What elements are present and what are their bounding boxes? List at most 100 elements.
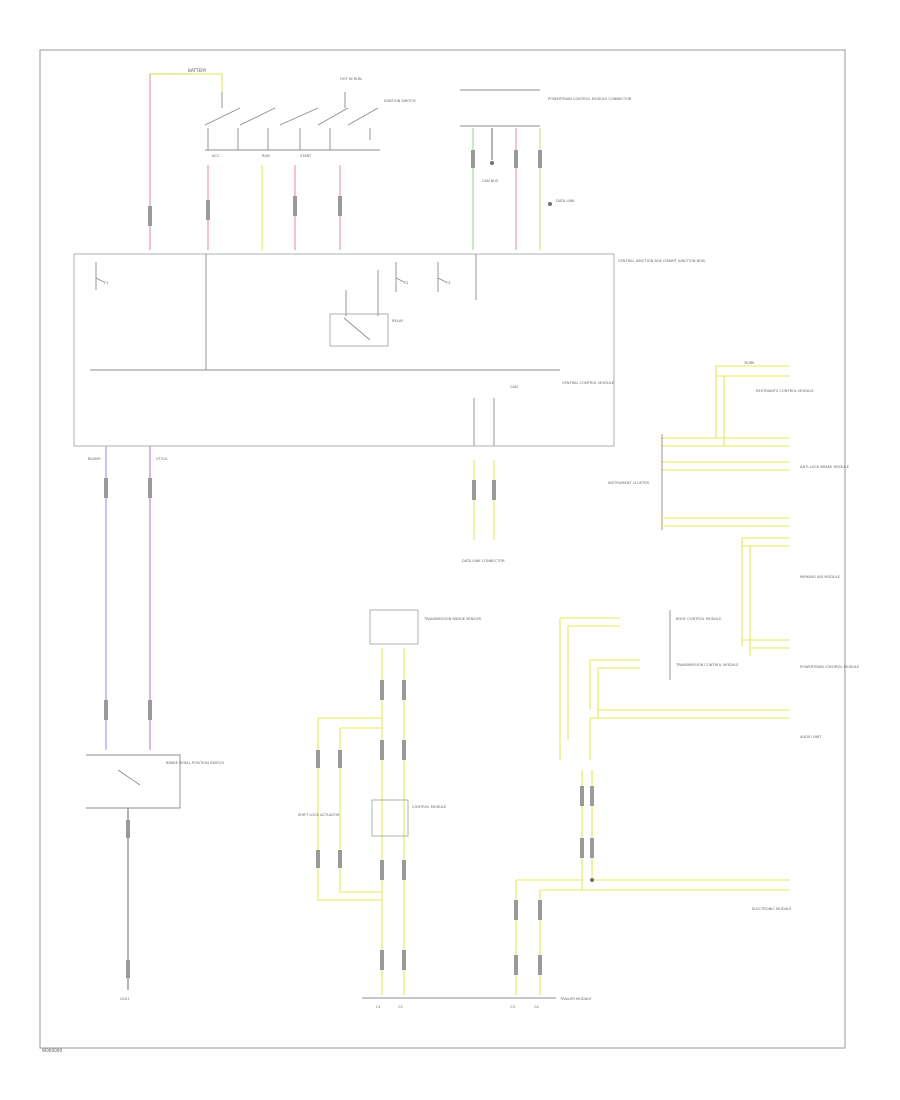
- wire-yel-r6: [589, 709, 790, 760]
- brake-switch-bracket: [86, 754, 181, 809]
- label-ground: G101: [120, 997, 130, 1001]
- connector-trs-5: [380, 860, 384, 880]
- cm-box: [371, 799, 409, 837]
- label-battery: BATTERY: [188, 68, 207, 73]
- connector-shift-1: [316, 750, 320, 768]
- connector-trs-8: [402, 950, 406, 970]
- connector-shift-2: [338, 750, 342, 768]
- label-cjb: CENTRAL JUNCTION BOX (SMART JUNCTION BOX…: [618, 259, 706, 263]
- wire-yel-r3: [662, 517, 790, 656]
- relay-coil: [343, 270, 379, 341]
- connector-r7-2: [590, 786, 594, 806]
- connector-r7-3: [580, 838, 584, 858]
- label-body: BODY CONTROL MODULE: [676, 617, 722, 621]
- label-dlc: DATA LINK CONNECTOR: [462, 559, 505, 563]
- trs-box: [369, 609, 419, 645]
- cjb-bottom-conn: [473, 398, 495, 446]
- pcm-connector-section: POWERTRAIN CONTROL MODULE CONNECTOR CAN …: [460, 89, 632, 250]
- label-trs: TRANSMISSION RANGE SENSOR: [423, 617, 481, 621]
- bottom-center-section: TRANSMISSION RANGE SENSOR SHIFT LOCK ACT…: [298, 609, 592, 1009]
- connector-blue-2: [104, 700, 108, 720]
- wire-yel-r7: [581, 770, 790, 891]
- connector-bot-1: [514, 900, 518, 920]
- label-relay: RELAY: [392, 319, 404, 323]
- label-data-link: DATA LINK: [556, 199, 575, 203]
- connector-r7-4: [590, 838, 594, 858]
- label-ign-pos-2: RUN: [262, 154, 270, 158]
- label-fuse-2: F2: [404, 281, 408, 285]
- connector-shift-4: [338, 850, 342, 868]
- pcm-connector-box: [460, 89, 540, 127]
- connector-trs-3: [380, 740, 384, 760]
- label-trailer: TRAILER MODULE: [559, 997, 592, 1001]
- diagram-frame: [39, 49, 846, 1049]
- connector-violet-1: [148, 478, 152, 498]
- connector-3: [293, 196, 297, 216]
- wire-yel-r2: [662, 437, 790, 471]
- connector-4: [338, 196, 342, 216]
- connector-mid-1: [472, 480, 476, 500]
- wire-yel-bottom-1: [515, 879, 582, 995]
- connector-trs-7: [380, 950, 384, 970]
- label-instrument: INSTRUMENT CLUSTER: [608, 481, 649, 485]
- label-abs: ANTI-LOCK BRAKE MODULE: [800, 465, 850, 469]
- connector-bot-4: [538, 955, 542, 975]
- connector-shift-3: [316, 850, 320, 868]
- cjb-outline: [73, 253, 615, 447]
- label-pin-b3: C3: [510, 1005, 515, 1009]
- wire-yel-r5: [559, 617, 640, 760]
- label-hot-in-run: HOT IN RUN: [340, 77, 362, 81]
- connector-trs-6: [402, 860, 406, 880]
- cjb-divider: [90, 254, 560, 371]
- label-can-bus: CAN BUS: [482, 179, 499, 183]
- label-transmission: TRANSMISSION CONTROL MODULE: [675, 663, 739, 667]
- connector-pcm-3: [538, 150, 542, 168]
- label-cjb-can: CAN: [510, 385, 518, 389]
- label-pin-b2: C2: [398, 1005, 403, 1009]
- connector-trs-1: [380, 680, 384, 700]
- connector-trs-4: [402, 740, 406, 760]
- connector-ground-2: [126, 960, 130, 978]
- label-electronic: ELECTRONIC MODULE: [752, 907, 792, 911]
- label-restraints: RESTRAINTS CONTROL MODULE: [756, 389, 814, 393]
- connector-mid-2: [492, 480, 496, 500]
- connector-bot-3: [514, 955, 518, 975]
- label-fuse-3: F3: [446, 281, 450, 285]
- footer-code: W000000: [42, 1048, 62, 1053]
- label-parking: PARKING AID MODULE: [800, 575, 841, 579]
- label-pin-r1: YE/BK: [744, 361, 755, 365]
- wire-red-battery-feed: [149, 73, 190, 250]
- splice-data: [548, 202, 552, 206]
- connector-pcm-2: [514, 150, 518, 168]
- label-central-control: CENTRAL CONTROL MODULE: [562, 381, 615, 385]
- label-ign-pos-1: ACC: [212, 154, 220, 158]
- connector-r7-1: [580, 786, 584, 806]
- wire-yel-shift-2: [339, 727, 382, 893]
- central-junction-box: CENTRAL JUNCTION BOX (SMART JUNCTION BOX…: [73, 253, 706, 447]
- label-pin-vt: VT/OG: [156, 457, 168, 461]
- connector-bot-2: [538, 900, 542, 920]
- relay-box: [329, 313, 389, 347]
- label-control-module: CONTROL MODULE: [412, 805, 447, 809]
- connector-ground-1: [126, 820, 130, 838]
- label-pin-b1: C1: [376, 1005, 381, 1009]
- connector-1: [148, 206, 152, 226]
- wire-yel-r1: [715, 365, 790, 446]
- switch-contacts: [204, 107, 379, 150]
- wire-yellow-battery-feed: [150, 73, 223, 92]
- connector-blue-1: [104, 478, 108, 498]
- splice-pcm: [490, 161, 494, 165]
- middle-wires: DATA LINK CONNECTOR: [462, 460, 505, 563]
- label-audio: AUDIO UNIT: [800, 735, 822, 739]
- connector-trs-2: [402, 680, 406, 700]
- connector-pcm-1: [471, 150, 475, 168]
- label-pin-b4: C4: [534, 1005, 540, 1009]
- connector-violet-2: [148, 700, 152, 720]
- wire-yel-bottom-2: [539, 889, 582, 995]
- label-ignition-switch: IGNITION SWITCH: [384, 99, 416, 103]
- fuse-1: [95, 262, 447, 292]
- label-pcm-connector: POWERTRAIN CONTROL MODULE CONNECTOR: [548, 97, 632, 101]
- label-ign-pos-3: START: [300, 154, 312, 158]
- wire-yel-r4: [742, 639, 790, 649]
